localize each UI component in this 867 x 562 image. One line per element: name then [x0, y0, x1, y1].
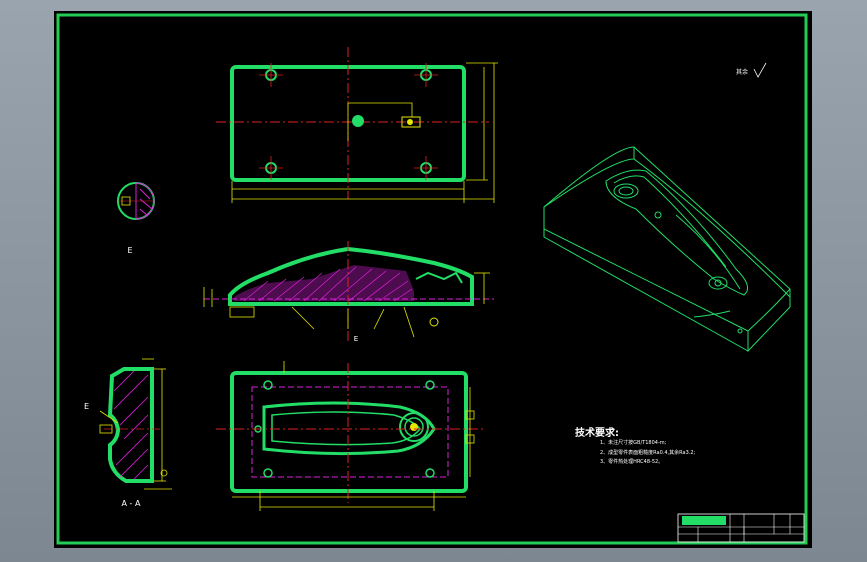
isometric-view [543, 146, 791, 353]
section-view: E A - A [84, 358, 172, 508]
section-detail-marker: E [84, 402, 89, 411]
top-view [216, 47, 498, 203]
surface-note: 其余 [736, 68, 748, 76]
front-view: E [203, 241, 494, 343]
title-block [677, 513, 805, 543]
detail-view: E [117, 182, 155, 255]
bottom-view [216, 361, 484, 511]
detail-label: E [127, 246, 132, 255]
requirement-item-2: 2、成型零件表面粗糙度Ra0.4,其余Ra3.2; [600, 449, 696, 456]
roughness-note: 其余 [736, 62, 767, 78]
section-marker: E [354, 335, 358, 343]
technical-requirements: 技术要求: 1、未注尺寸按GB/T1804-m; 2、成型零件表面粗糙度Ra0.… [575, 426, 696, 465]
requirement-item-1: 1、未注尺寸按GB/T1804-m; [600, 439, 667, 446]
cad-viewport[interactable]: E [54, 11, 812, 548]
requirements-title: 技术要求: [575, 426, 619, 439]
requirement-item-3: 3、零件热处理HRC48-52。 [600, 458, 663, 465]
section-label: A - A [122, 499, 141, 508]
cad-drawing: E [56, 13, 808, 545]
outer-frame [56, 13, 808, 545]
